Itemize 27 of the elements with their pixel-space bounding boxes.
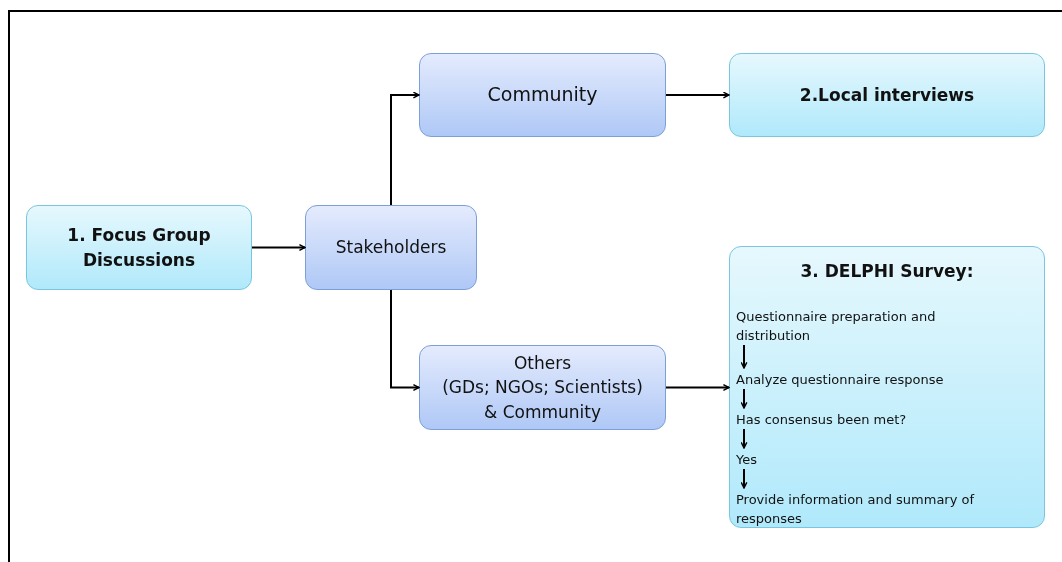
step-text: Questionnaire preparation and distribution bbox=[736, 308, 937, 345]
box-label: Community bbox=[487, 82, 598, 108]
box-label: (GDs; NGOs; Scientists) & Community bbox=[441, 376, 644, 424]
arrow bbox=[251, 244, 306, 251]
process-box bbox=[419, 345, 666, 430]
survey-box bbox=[729, 246, 1045, 528]
box-label: Others bbox=[513, 351, 572, 375]
arrow bbox=[390, 289, 420, 391]
process-box bbox=[305, 205, 477, 290]
step-text: Yes bbox=[736, 451, 758, 469]
box-label: 1. Focus Group Discussions bbox=[66, 223, 212, 272]
process-box bbox=[729, 53, 1045, 137]
step-text: Analyze questionnaire response bbox=[736, 371, 945, 389]
arrow bbox=[740, 388, 748, 409]
step-text: Has consensus been met? bbox=[736, 411, 908, 429]
arrow bbox=[740, 344, 748, 369]
arrow bbox=[740, 468, 748, 489]
step-text: Provide information and summary of responses bbox=[736, 491, 976, 528]
box-label: Stakeholders bbox=[335, 236, 447, 260]
arrow bbox=[665, 384, 730, 391]
arrow bbox=[390, 91, 420, 206]
box-heading: 3. DELPHI Survey: bbox=[800, 260, 974, 283]
process-box bbox=[419, 53, 666, 137]
arrow bbox=[665, 91, 730, 99]
box-label: 2.Local interviews bbox=[799, 83, 975, 107]
arrow bbox=[740, 428, 748, 449]
process-box bbox=[26, 205, 252, 290]
